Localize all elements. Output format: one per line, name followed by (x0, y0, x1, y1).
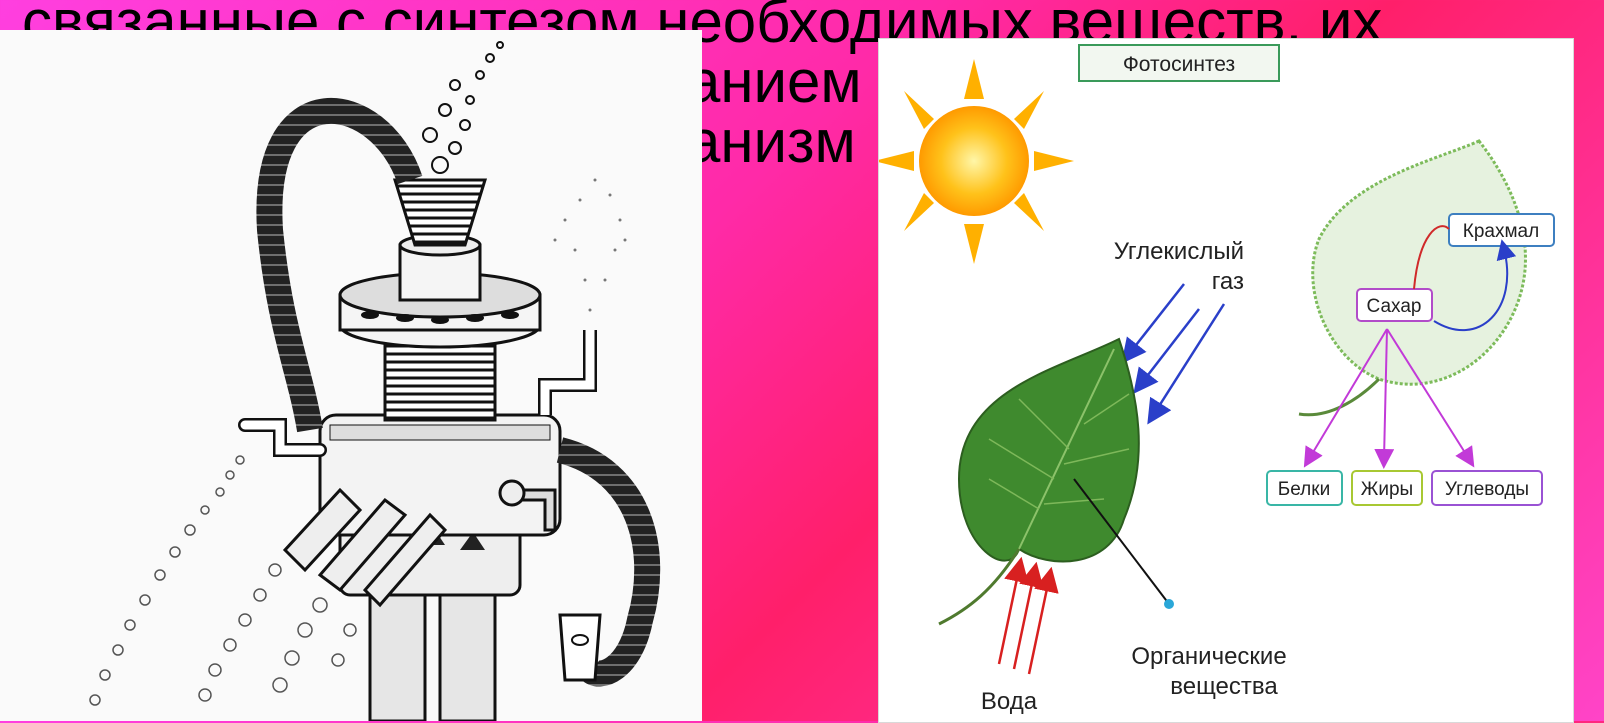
water-label: Вода (981, 688, 1038, 715)
organic-label-line2: вещества (1170, 673, 1278, 700)
photosynthesis-svg: Фотосинтез Углекислый газ (879, 39, 1573, 722)
photosynthesis-diagram: Фотосинтез Углекислый газ (878, 38, 1574, 723)
carbs-label: Углеводы (1445, 479, 1529, 500)
sun-icon (879, 59, 1074, 264)
sugar-label: Сахар (1367, 296, 1422, 317)
diagram-title: Фотосинтез (1123, 53, 1235, 76)
robot-drawing (0, 30, 702, 721)
fats-label: Жиры (1361, 479, 1413, 500)
organic-label-line1: Органические (1131, 643, 1286, 670)
proteins-label: Белки (1278, 479, 1330, 500)
water-arrows (999, 569, 1049, 674)
co2-arrows (1129, 284, 1224, 414)
leaf-small (1299, 141, 1525, 415)
co2-label-line1: Углекислый (1114, 238, 1244, 265)
co2-label-line2: газ (1212, 268, 1244, 295)
robot-illustration (0, 30, 702, 721)
leaf-large (939, 339, 1139, 624)
starch-label: Крахмал (1463, 221, 1539, 242)
